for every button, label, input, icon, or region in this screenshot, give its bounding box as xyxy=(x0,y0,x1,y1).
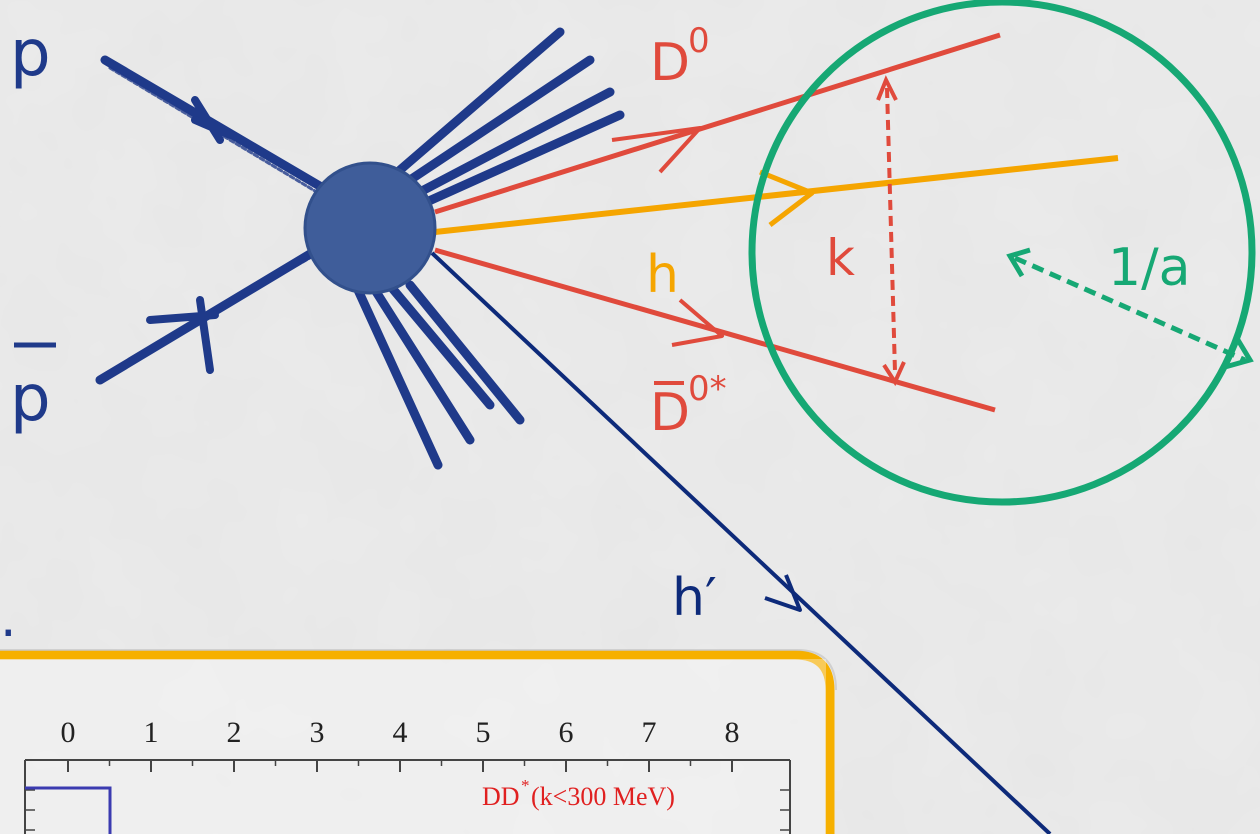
inverse-scattering-length-label: 1/a xyxy=(1108,238,1190,298)
tick-label-7: 7 xyxy=(642,716,657,749)
tick-label-4: 4 xyxy=(393,716,408,749)
tick-label-0: 0 xyxy=(61,716,76,749)
tick-label-2: 2 xyxy=(227,716,242,749)
d0-label: D 0 xyxy=(650,21,710,93)
svg-text:*: * xyxy=(521,776,530,795)
antiproton-label: p xyxy=(10,345,56,436)
svg-text:D: D xyxy=(650,383,690,443)
k-dashed-arrow xyxy=(878,80,904,382)
svg-text:0*: 0* xyxy=(688,369,727,409)
inset-plot-panel: 0 1 2 3 4 5 6 7 8 DD * (k<300 MeV) xyxy=(0,650,836,834)
proton-beam-line xyxy=(105,60,335,200)
ellipsis-dot: . xyxy=(0,589,17,649)
tick-label-5: 5 xyxy=(476,716,491,749)
h-track xyxy=(435,158,1118,232)
tick-label-3: 3 xyxy=(310,716,325,749)
jet-lines-upper xyxy=(400,32,620,205)
tick-label-8: 8 xyxy=(725,716,740,749)
plot-annotation: DD * (k<300 MeV) xyxy=(482,776,675,811)
svg-text:D: D xyxy=(650,33,690,93)
antiproton-beam-line xyxy=(100,248,320,380)
tick-label-1: 1 xyxy=(144,716,159,749)
k-label: k xyxy=(826,229,855,287)
svg-text:0: 0 xyxy=(688,21,710,61)
interaction-vertex xyxy=(305,163,435,293)
h-prime-label: h′ xyxy=(672,568,717,628)
h-label: h xyxy=(646,245,679,305)
dbar0star-label: D 0* xyxy=(650,369,727,443)
svg-text:p: p xyxy=(10,362,51,436)
svg-text:DD: DD xyxy=(482,782,520,811)
svg-text:(k<300 MeV): (k<300 MeV) xyxy=(531,782,675,811)
proton-label: p xyxy=(10,17,51,91)
tick-label-6: 6 xyxy=(559,716,574,749)
